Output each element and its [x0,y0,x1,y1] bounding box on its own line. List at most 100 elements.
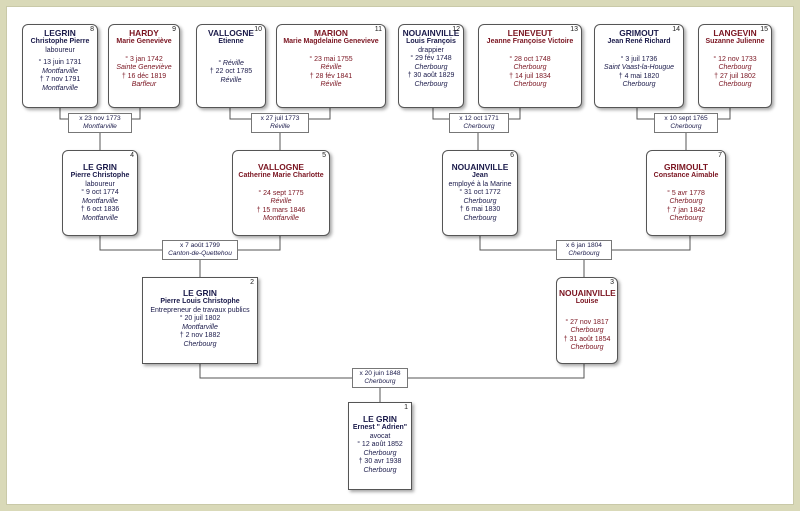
marriage-date: x 27 juil 1773 [260,115,300,122]
marriage-box-8-9: x 23 nov 1773 Montfarville [68,113,132,133]
surname: VALLOGNE [258,162,304,172]
birth-date: ° 29 fév 1748 [410,55,452,63]
death-place: Cherbourg [414,80,448,88]
surname: LEGRIN [44,28,76,38]
surname: MARION [314,28,348,38]
sosa-number: 12 [452,26,460,33]
given-names: Jeanne Françoise Victoire [486,38,574,45]
marriage-date: x 12 oct 1771 [459,115,499,122]
person-card-13[interactable]: 13 LENEVEUT Jeanne Françoise Victoire ° … [478,24,582,108]
sosa-number: 5 [322,152,326,159]
occupation: avocat [369,432,391,440]
birth-date: ° 31 oct 1772 [459,189,501,197]
death-date: † 30 août 1829 [407,72,455,80]
person-card-14[interactable]: 14 GRIMOUT Jean René Richard ° 3 juil 17… [594,24,684,108]
sosa-number: 2 [250,279,254,286]
death-place: Montfarville [42,84,78,92]
marriage-place: Cherbourg [463,123,495,130]
sosa-number: 7 [718,152,722,159]
sosa-number: 9 [172,26,176,33]
surname: NOUAINVILLE [451,162,509,172]
death-place: Cherbourg [363,466,397,474]
person-card-9[interactable]: 9 HARDY Marie Geneviève ° 3 jan 1742 Sai… [108,24,180,108]
surname: VALLOGNE [208,28,254,38]
given-names: Ernest " Adrien" [352,424,408,431]
birth-date: ° Réville [218,59,244,67]
given-names: Jean [472,172,488,179]
death-date: † 14 juil 1834 [509,72,551,80]
death-date: † 27 juil 1802 [714,72,756,80]
surname: GRIMOULT [663,162,709,172]
death-place: Réville [320,81,342,89]
sosa-number: 4 [130,152,134,159]
birth-place: Cherbourg [463,197,497,205]
given-names: Louise [575,298,599,305]
person-card-7[interactable]: 7 GRIMOULT Constance Aimable ° 5 avr 177… [646,150,726,236]
given-names: Catherine Marie Charlotte [238,172,324,179]
birth-place: Montfarville [82,197,118,205]
marriage-date: x 7 août 1799 [180,242,220,249]
birth-date: ° 27 nov 1817 [565,318,609,326]
death-place: Cherbourg [669,215,703,223]
death-date: † 28 fév 1841 [309,72,353,80]
death-date: † 22 oct 1785 [209,68,253,76]
birth-place: Cherbourg [513,64,547,72]
person-card-6[interactable]: 6 NOUAINVILLE Jean employé à la Marine °… [442,150,518,236]
birth-date: ° 23 mai 1755 [309,55,353,63]
birth-date: ° 20 juil 1802 [179,315,221,323]
person-card-11[interactable]: 11 MARION Marie Magdelaine Genevieve ° 2… [276,24,386,108]
death-place: Barfleur [131,81,157,89]
death-place: Cherbourg [570,344,604,352]
birth-place: Réville [320,64,342,72]
birth-date: ° 24 sept 1775 [258,189,304,197]
marriage-box-14-15: x 10 sept 1765 Cherbourg [654,113,718,133]
surname: HARDY [129,28,159,38]
marriage-date: x 6 jan 1804 [566,242,602,249]
sosa-number: 14 [672,26,680,33]
sosa-number: 10 [254,26,262,33]
marriage-box-12-13: x 12 oct 1771 Cherbourg [449,113,509,133]
birth-date: ° 28 oct 1748 [509,55,551,63]
death-date: † 7 jan 1842 [666,206,706,214]
death-place: Cherbourg [513,81,547,89]
death-date: † 15 mars 1846 [256,206,306,214]
death-date: † 6 oct 1836 [80,206,120,214]
given-names: Constance Aimable [653,172,719,179]
surname: LE GRIN [363,414,397,424]
sosa-number: 3 [610,279,614,286]
death-place: Réville [220,76,242,84]
surname: LE GRIN [183,288,217,298]
given-names: Louis François [406,38,456,45]
birth-place: Cherbourg [669,198,703,206]
occupation: laboureur [85,180,115,188]
person-card-3[interactable]: 3 NOUAINVILLE Louise ° 27 nov 1817 Cherb… [556,277,618,364]
birth-place: Montfarville [182,323,218,331]
birth-date: ° 3 jan 1742 [125,55,163,63]
given-names: Pierre Christophe [70,172,130,179]
marriage-box-10-11: x 27 juil 1773 Réville [251,113,309,133]
birth-place: Montfarville [42,67,78,75]
person-card-5[interactable]: 5 VALLOGNE Catherine Marie Charlotte ° 2… [232,150,330,236]
person-card-8[interactable]: 8 LEGRIN Christophe Pierre laboureur ° 1… [22,24,98,108]
sosa-number: 11 [374,26,382,33]
marriage-place: Cherbourg [568,250,600,257]
surname: LENEVEUT [507,28,553,38]
person-card-10[interactable]: 10 VALLOGNE Etienne ° Réville † 22 oct 1… [196,24,266,108]
person-card-15[interactable]: 15 LANGEVIN Suzanne Julienne ° 12 nov 17… [698,24,772,108]
person-card-2[interactable]: 2 LE GRIN Pierre Louis Christophe Entrep… [142,277,258,364]
person-card-12[interactable]: 12 NOUAINVILLE Louis François drappier °… [398,24,464,108]
marriage-box-2-3: x 20 juin 1848 Cherbourg [352,368,408,388]
death-date: † 7 nov 1791 [39,76,81,84]
birth-place: Sainte Geneviève [116,64,172,72]
sosa-number: 6 [510,152,514,159]
person-card-1[interactable]: 1 LE GRIN Ernest " Adrien" avocat ° 12 a… [348,402,412,490]
given-names: Suzanne Julienne [705,38,765,45]
birth-date: ° 12 nov 1733 [713,55,757,63]
surname: LE GRIN [83,162,117,172]
marriage-place: Canton-de-Quettehou [168,250,232,257]
person-card-4[interactable]: 4 LE GRIN Pierre Christophe laboureur ° … [62,150,138,236]
death-date: † 4 mai 1820 [618,72,660,80]
death-date: † 6 mai 1830 [459,206,501,214]
birth-place: Cherbourg [570,327,604,335]
birth-date: ° 3 juil 1736 [620,55,658,63]
